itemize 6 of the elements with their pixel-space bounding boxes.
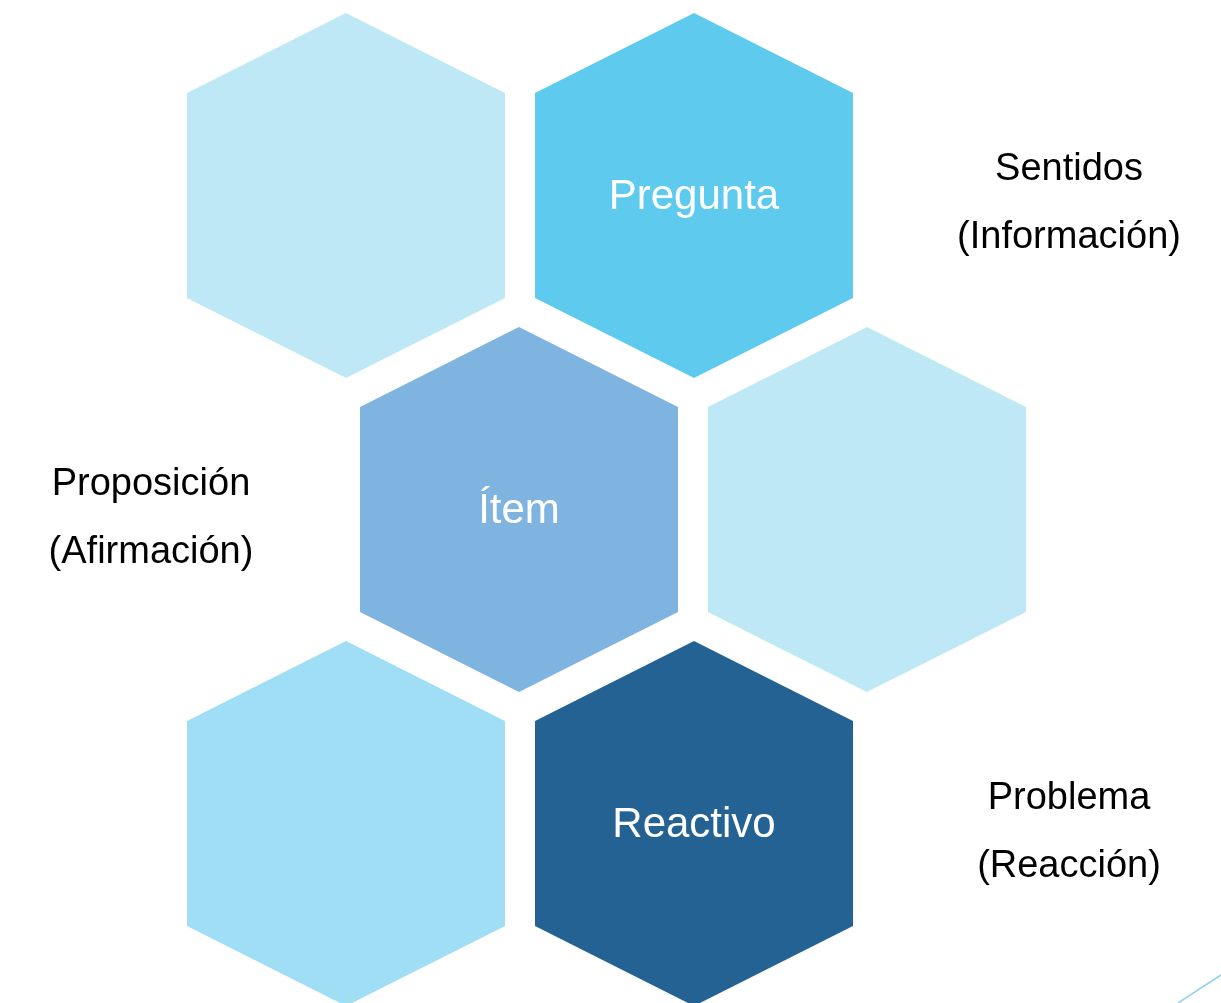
hexagon-label: Reactivo <box>611 798 777 849</box>
side-label: Sentidos (Información) <box>957 146 1181 257</box>
hexagon-label: Ítem <box>477 484 561 535</box>
hexagon-label: Pregunta <box>607 170 781 221</box>
side-label: Problema (Reacción) <box>977 775 1161 886</box>
side-label: Proposición (Afirmación) <box>48 461 254 572</box>
